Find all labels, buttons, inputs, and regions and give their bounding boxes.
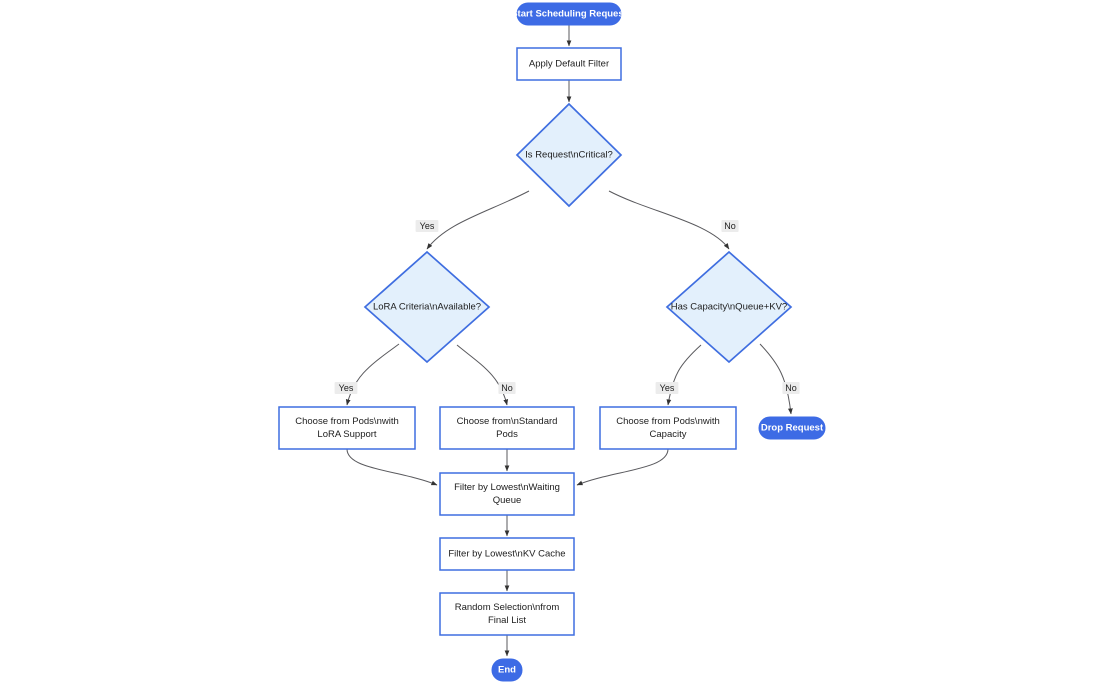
node-shape-rect (599, 406, 737, 450)
node-shape-rect (439, 472, 575, 516)
node-label-pods_capacity: Capacity (650, 429, 687, 440)
edge-lora_criteria-to-pods_standard (456, 344, 509, 406)
node-label-random_selection: Random Selection\nfrom (455, 602, 560, 613)
node-label-filter_kv: Filter by Lowest\nKV Cache (448, 549, 565, 560)
node-label-lora_criteria: LoRA Criteria\nAvailable? (373, 302, 481, 313)
edge-label-text: No (501, 383, 513, 393)
node-shape-rect (439, 537, 575, 571)
edge-label-text: No (724, 221, 736, 231)
node-shape-rect (439, 406, 575, 450)
node-label-pods_lora: Choose from Pods\nwith (295, 416, 399, 427)
edge-label-text: Yes (339, 383, 354, 393)
node-is_critical[interactable]: Is Request\nCritical? (515, 102, 623, 208)
node-shape-rect (278, 406, 416, 450)
edge-label-is_critical-yes: Yes (415, 220, 439, 232)
node-start[interactable]: Start Scheduling Request (511, 2, 628, 26)
edge-is_critical-to-has_capacity (608, 190, 730, 250)
edge-has_capacity-to-pods_capacity (666, 344, 702, 406)
edge-has_capacity-to-drop_request (759, 343, 793, 415)
edge-label-chip (655, 382, 679, 394)
node-label-pods_standard: Pods (496, 429, 518, 440)
edge-label-text: Yes (660, 383, 675, 393)
node-shape-stadium (491, 658, 523, 682)
node-shape-diamond (665, 250, 793, 364)
edge-pods_lora-to-filter_queue (346, 448, 438, 486)
edge-label-chip (782, 382, 800, 394)
node-shape-rect (439, 592, 575, 636)
node-drop_request[interactable]: Drop Request (758, 416, 826, 440)
node-label-pods_capacity: Choose from Pods\nwith (616, 416, 720, 427)
node-label-pods_standard: Choose from\nStandard (457, 416, 558, 427)
node-label-filter_queue: Filter by Lowest\nWaiting (454, 482, 560, 493)
node-label-apply_filter: Apply Default Filter (529, 59, 609, 70)
node-lora_criteria[interactable]: LoRA Criteria\nAvailable? (363, 250, 491, 364)
edge-label-lora_criteria-yes: Yes (334, 382, 358, 394)
node-shape-diamond (515, 102, 623, 208)
edge-label-is_critical-no: No (721, 220, 739, 232)
node-label-has_capacity: Has Capacity\nQueue+KV? (671, 302, 787, 313)
node-shape-stadium (758, 416, 826, 440)
node-apply_filter[interactable]: Apply Default Filter (516, 47, 622, 81)
node-label-start: Start Scheduling Request (511, 9, 627, 20)
edge-is_critical-to-lora_criteria (426, 190, 530, 250)
edge-label-chip (415, 220, 439, 232)
node-label-drop_request: Drop Request (761, 423, 824, 434)
edge-label-chip (334, 382, 358, 394)
node-filter_kv[interactable]: Filter by Lowest\nKV Cache (439, 537, 575, 571)
edge-label-text: No (785, 383, 797, 393)
node-label-random_selection: Final List (488, 615, 526, 626)
node-end[interactable]: End (491, 658, 523, 682)
node-label-is_critical: Is Request\nCritical? (525, 150, 613, 161)
edge-label-has_capacity-no: No (782, 382, 800, 394)
edge-lora_criteria-to-pods_lora (345, 343, 400, 406)
edges-layer (345, 25, 793, 657)
edge-pods_capacity-to-filter_queue (576, 448, 669, 486)
edge-label-text: Yes (420, 221, 435, 231)
edge-label-has_capacity-yes: Yes (655, 382, 679, 394)
node-shape-rect (516, 47, 622, 81)
node-shape-diamond (363, 250, 491, 364)
node-label-filter_queue: Queue (493, 495, 522, 506)
node-has_capacity[interactable]: Has Capacity\nQueue+KV? (665, 250, 793, 364)
node-shape-stadium (516, 2, 622, 26)
edge-label-chip (498, 382, 516, 394)
edge-label-chip (721, 220, 739, 232)
node-label-pods_lora: LoRA Support (317, 429, 377, 440)
edge-label-lora_criteria-no: No (498, 382, 516, 394)
node-label-end: End (498, 665, 516, 676)
